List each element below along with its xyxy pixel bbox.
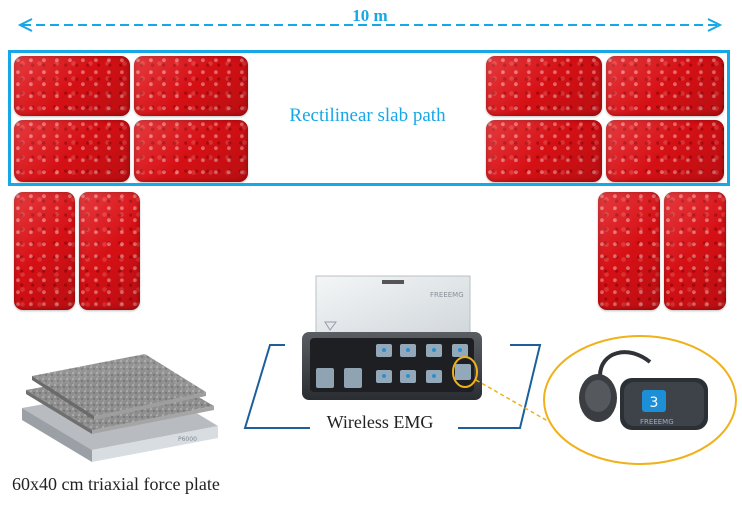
slab-tile (486, 120, 602, 182)
slab-tile (14, 192, 75, 310)
svg-text:FREEEMG: FREEEMG (640, 418, 674, 426)
path-outline (8, 50, 730, 186)
svg-text:FREEEMG: FREEEMG (430, 291, 464, 299)
slab-tile (134, 120, 248, 182)
path-label: Rectilinear slab path (289, 105, 446, 126)
slab-tile (606, 120, 724, 182)
slab-tile (14, 56, 130, 116)
slab-tile (79, 192, 140, 310)
sensor-number: 3 (650, 395, 659, 411)
slab-tile (664, 192, 726, 310)
slab-tile (134, 56, 248, 116)
force-plate-brand: P6000 (178, 436, 197, 443)
emg-label: Wireless EMG (326, 412, 434, 432)
slab-tile (486, 56, 602, 116)
dimension-label: 10 m (352, 6, 388, 25)
force-plate-label: 60x40 cm triaxial force plate (12, 474, 220, 494)
slab-tile (14, 120, 130, 182)
slab-tile (606, 56, 724, 116)
slab-tile (598, 192, 660, 310)
